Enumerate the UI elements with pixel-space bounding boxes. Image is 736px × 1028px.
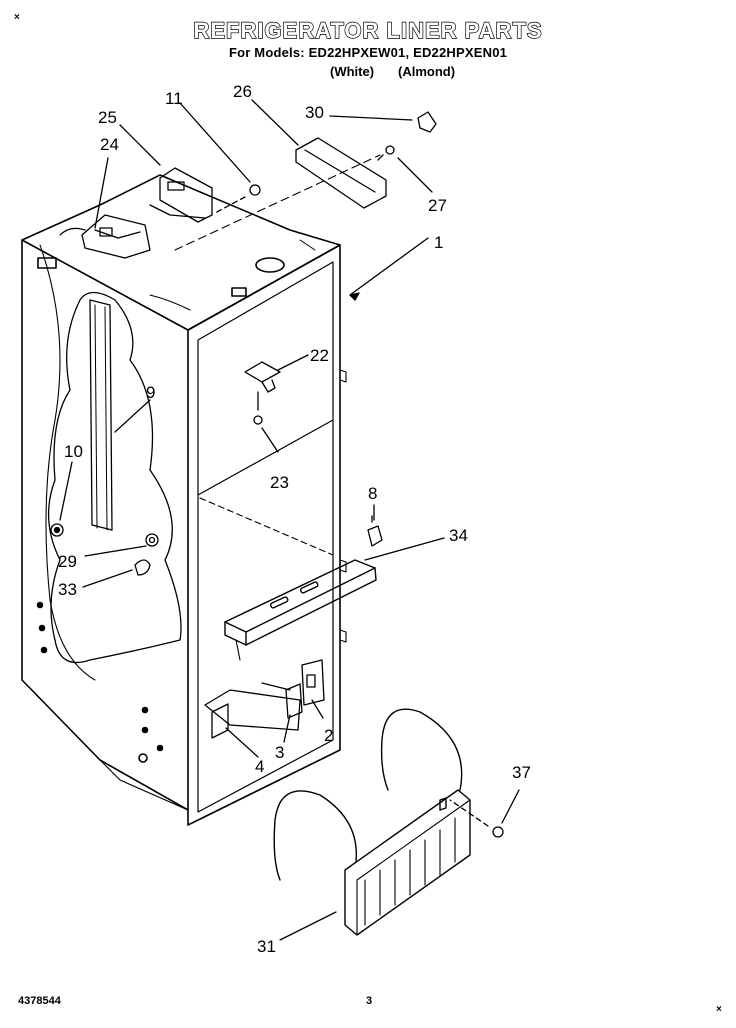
callout-1: 1 (434, 233, 443, 252)
callout-4: 4 (255, 757, 264, 776)
bottom-brackets (204, 659, 325, 739)
screw-11 (214, 184, 261, 214)
callout-3: 3 (275, 743, 284, 762)
callout-8: 8 (368, 484, 377, 503)
callout-27: 27 (428, 196, 447, 215)
wire-harness (39, 244, 96, 681)
shelf-support (224, 559, 377, 661)
callout-10: 10 (64, 442, 83, 461)
callout-34: 34 (449, 526, 468, 545)
callout-numbers: 1 2 3 4 8 9 10 11 22 23 24 25 26 27 29 3… (58, 82, 531, 956)
clip-33 (134, 559, 151, 576)
callout-23: 23 (270, 473, 289, 492)
callout-26: 26 (233, 82, 252, 101)
page-title: REFRIGERATOR LINER PARTS (193, 17, 543, 43)
callout-29: 29 (58, 552, 77, 571)
fastener-29 (145, 533, 159, 547)
callout-9: 9 (146, 383, 155, 402)
liner-body (21, 154, 381, 826)
screw-27 (377, 145, 395, 161)
page-number: 3 (366, 995, 373, 1007)
callout-37: 37 (512, 763, 531, 782)
clip-30 (417, 111, 437, 133)
callout-33: 33 (58, 580, 77, 599)
leader-lines (59, 99, 520, 941)
bracket-22 (244, 361, 281, 425)
corner-mark: × (14, 12, 20, 23)
callout-24: 24 (100, 135, 119, 154)
models-line: For Models: ED22HPXEW01, ED22HPXEN01 (228, 45, 508, 60)
callout-22: 22 (310, 346, 329, 365)
callout-11: 11 (165, 89, 183, 108)
screw-37 (449, 799, 504, 838)
callout-31: 31 (257, 937, 276, 956)
control-housing-24 (81, 214, 151, 259)
corner-mark-bottom: × (716, 1004, 722, 1015)
callout-25: 25 (98, 108, 117, 127)
heater-31 (273, 708, 471, 936)
color-white-label: (White) (330, 64, 375, 79)
document-number: 4378544 (18, 995, 61, 1007)
callout-2: 2 (324, 726, 333, 745)
color-almond-label: (Almond) (398, 64, 456, 79)
bar-26 (295, 137, 387, 209)
cover-25 (149, 167, 213, 223)
screw-10 (50, 523, 64, 537)
clip-8 (367, 515, 383, 547)
callout-30: 30 (305, 103, 324, 122)
